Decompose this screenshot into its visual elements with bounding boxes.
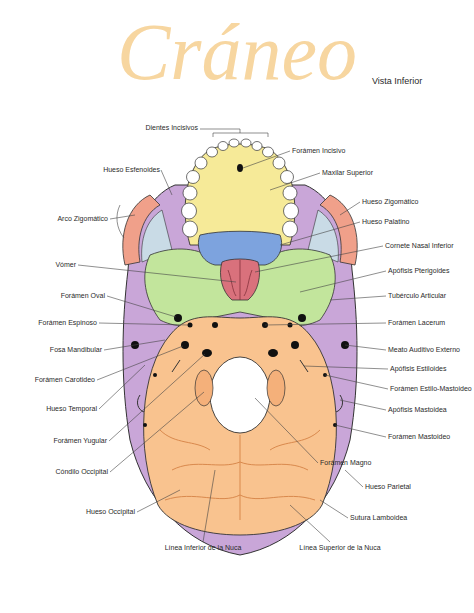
nuchal-line: [160, 430, 320, 520]
tooth: [195, 157, 207, 169]
part-label: Tubérculo Articular: [388, 292, 446, 300]
part-label: Forámen Oval: [61, 292, 105, 300]
part-label: Fosa Mandibular: [50, 346, 102, 354]
tooth: [252, 142, 262, 151]
tooth: [283, 186, 297, 200]
tooth: [183, 221, 198, 237]
part-label: Cóndilo Occipital: [55, 468, 108, 476]
foramen: [174, 314, 182, 322]
maxilla: [185, 144, 295, 245]
foramen: [153, 373, 157, 377]
part-label: Hueso Temporal: [46, 405, 97, 413]
tooth: [263, 147, 274, 157]
tooth: [241, 139, 251, 147]
tooth: [284, 203, 299, 219]
tooth: [183, 186, 197, 200]
part-label: Maxilar Superior: [322, 169, 373, 177]
part-label: Forámen Carotideo: [35, 376, 95, 384]
part-label: Hueso Parietal: [365, 483, 411, 491]
part-label: Forámen Espinoso: [38, 319, 97, 327]
occipital-condyle: [267, 370, 285, 406]
teeth: [182, 139, 299, 237]
part-label: Apófisis Estiloides: [390, 365, 446, 373]
part-label: Hueso Palatino: [362, 218, 409, 226]
vomer: [220, 259, 259, 300]
part-label: Forámen Estilo-Mastoideo: [390, 385, 472, 393]
foramen: [288, 323, 293, 328]
subtitle: Vista Inferior: [372, 77, 422, 85]
tooth: [182, 203, 197, 219]
vomer-midline: [228, 260, 252, 300]
occipital-condyle: [195, 370, 213, 406]
tooth: [218, 142, 228, 151]
part-label: Hueso Occipital: [86, 508, 135, 516]
foramen: [143, 423, 147, 427]
tooth: [273, 157, 285, 169]
foramen: [181, 341, 189, 349]
foramen: [237, 164, 243, 172]
part-label: Arco Zigomático: [57, 215, 108, 223]
tooth: [283, 221, 298, 237]
tooth: [229, 139, 239, 147]
skull-base: [123, 185, 357, 555]
part-label: Hueso Esfenoides: [103, 166, 160, 174]
styloid-process: [137, 360, 342, 412]
part-label: Línea Superior de la Nuca: [280, 544, 400, 552]
part-label: Forámen Magno: [320, 459, 371, 467]
part-label: Apófisis Pterigoides: [388, 267, 449, 275]
foramen-magnum: [210, 357, 270, 433]
part-label: Sutura Lamboidea: [350, 514, 407, 522]
title: Cráneo: [0, 4, 474, 100]
foramen: [202, 349, 212, 357]
part-label: Vómer: [55, 261, 76, 269]
tooth: [207, 147, 218, 157]
part-label: Apófisis Mastoidea: [388, 406, 447, 414]
part-label: Hueso Zigomático: [362, 198, 418, 206]
occipital-bone: [144, 317, 337, 535]
tooth: [281, 171, 294, 184]
foramina: [131, 314, 349, 427]
foramen: [298, 314, 306, 322]
foramen: [291, 341, 299, 349]
sphenoid-bone: [145, 249, 335, 326]
tooth: [187, 171, 200, 184]
part-label: Meato Auditivo Externo: [388, 346, 460, 354]
foramen: [268, 349, 278, 357]
part-label: Forámen Incisivo: [292, 147, 345, 155]
part-label: Forámen Mastoideo: [388, 433, 450, 441]
part-label: Cornete Nasal Inferior: [385, 242, 453, 250]
foramen: [212, 322, 218, 328]
part-label: Dientes Incisivos: [145, 124, 198, 132]
part-label: Forámen Lacerum: [388, 319, 445, 327]
part-label: Línea Inferior de la Nuca: [143, 544, 263, 552]
part-label: Forámen Yugular: [53, 437, 107, 445]
foramen: [188, 323, 193, 328]
leader-lines: [78, 129, 388, 542]
